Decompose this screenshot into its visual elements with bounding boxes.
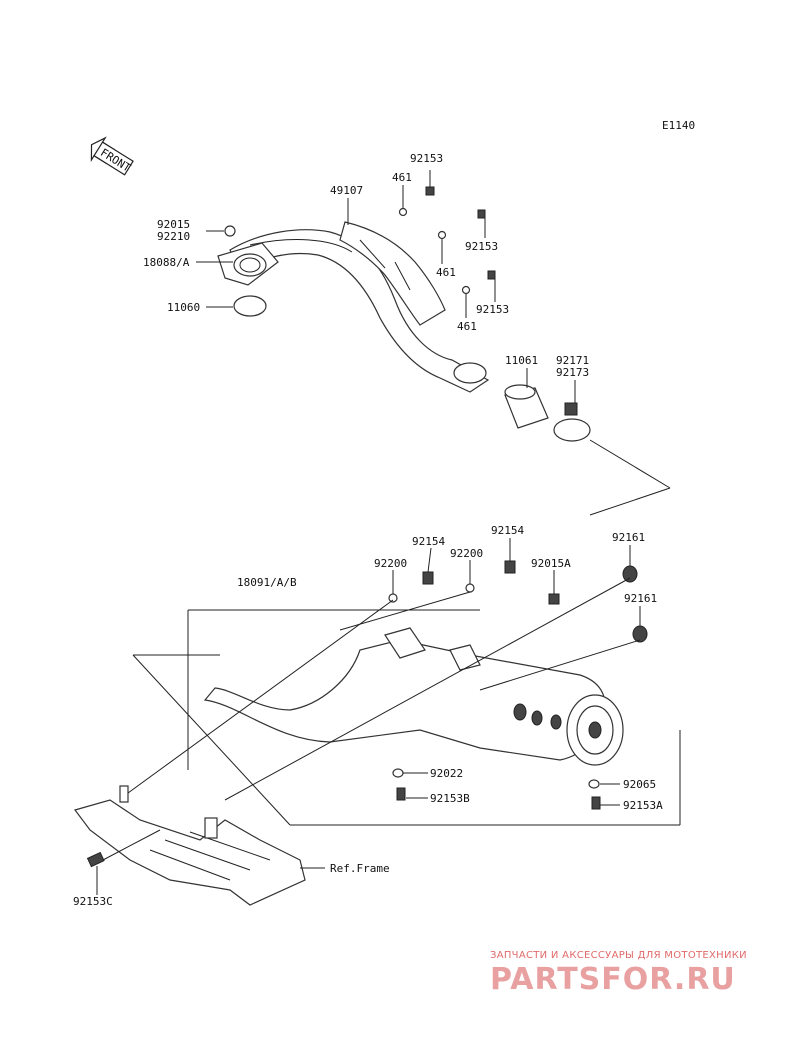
label-92200-a: 92200 — [374, 557, 407, 570]
label-92154-b: 92154 — [491, 524, 524, 537]
label-11061: 11061 — [505, 354, 538, 367]
muffler — [203, 627, 624, 766]
label-92210: 92210 — [157, 230, 190, 243]
label-92154-a: 92154 — [412, 535, 445, 548]
label-11060: 11060 — [167, 301, 200, 314]
diagram-code: E1140 — [662, 119, 695, 132]
clamp — [553, 402, 591, 442]
label-92161-a: 92161 — [612, 531, 645, 544]
label-92015a: 92015A — [531, 557, 571, 570]
label-461-top: 461 — [392, 171, 412, 184]
label-92022: 92022 — [430, 767, 463, 780]
connector-pipe — [504, 384, 549, 429]
label-92015: 92015 — [157, 218, 190, 231]
label-92065: 92065 — [623, 778, 656, 791]
exhaust-pipe — [229, 229, 490, 393]
label-92200-b: 92200 — [450, 547, 483, 560]
label-461-mid: 461 — [436, 266, 456, 279]
label-92153-mid: 92153 — [465, 240, 498, 253]
label-92161-b: 92161 — [624, 592, 657, 605]
watermark-logo: PARTSFOR.RU — [490, 962, 736, 997]
label-49107: 49107 — [330, 184, 363, 197]
frame — [73, 785, 306, 906]
ref-frame-label: Ref.Frame — [330, 862, 390, 875]
label-92153b: 92153B — [430, 792, 470, 805]
pipe-end — [453, 362, 487, 384]
nut-92015 — [224, 225, 236, 237]
muffler-hardware — [86, 560, 648, 868]
label-92153c: 92153C — [73, 895, 113, 908]
label-92171: 92171 — [556, 354, 589, 367]
heat-guard — [339, 221, 446, 326]
exhaust-flange — [217, 242, 279, 286]
label-18088a: 18088/A — [143, 256, 190, 269]
front-arrow-icon: FRONT — [90, 136, 134, 176]
label-92153-top: 92153 — [410, 152, 443, 165]
leader-lines — [96, 170, 681, 895]
label-92153a: 92153A — [623, 799, 663, 812]
label-92153-low: 92153 — [476, 303, 509, 316]
watermark-tagline: ЗАПЧАСТИ И АКСЕССУАРЫ ДЛЯ МОТОТЕХНИКИ — [490, 950, 747, 961]
label-92173: 92173 — [556, 366, 589, 379]
label-461-low: 461 — [457, 320, 477, 333]
gasket-11060 — [233, 295, 267, 317]
label-18091ab: 18091/A/B — [237, 576, 297, 589]
bolts-heat-guard — [398, 186, 496, 295]
